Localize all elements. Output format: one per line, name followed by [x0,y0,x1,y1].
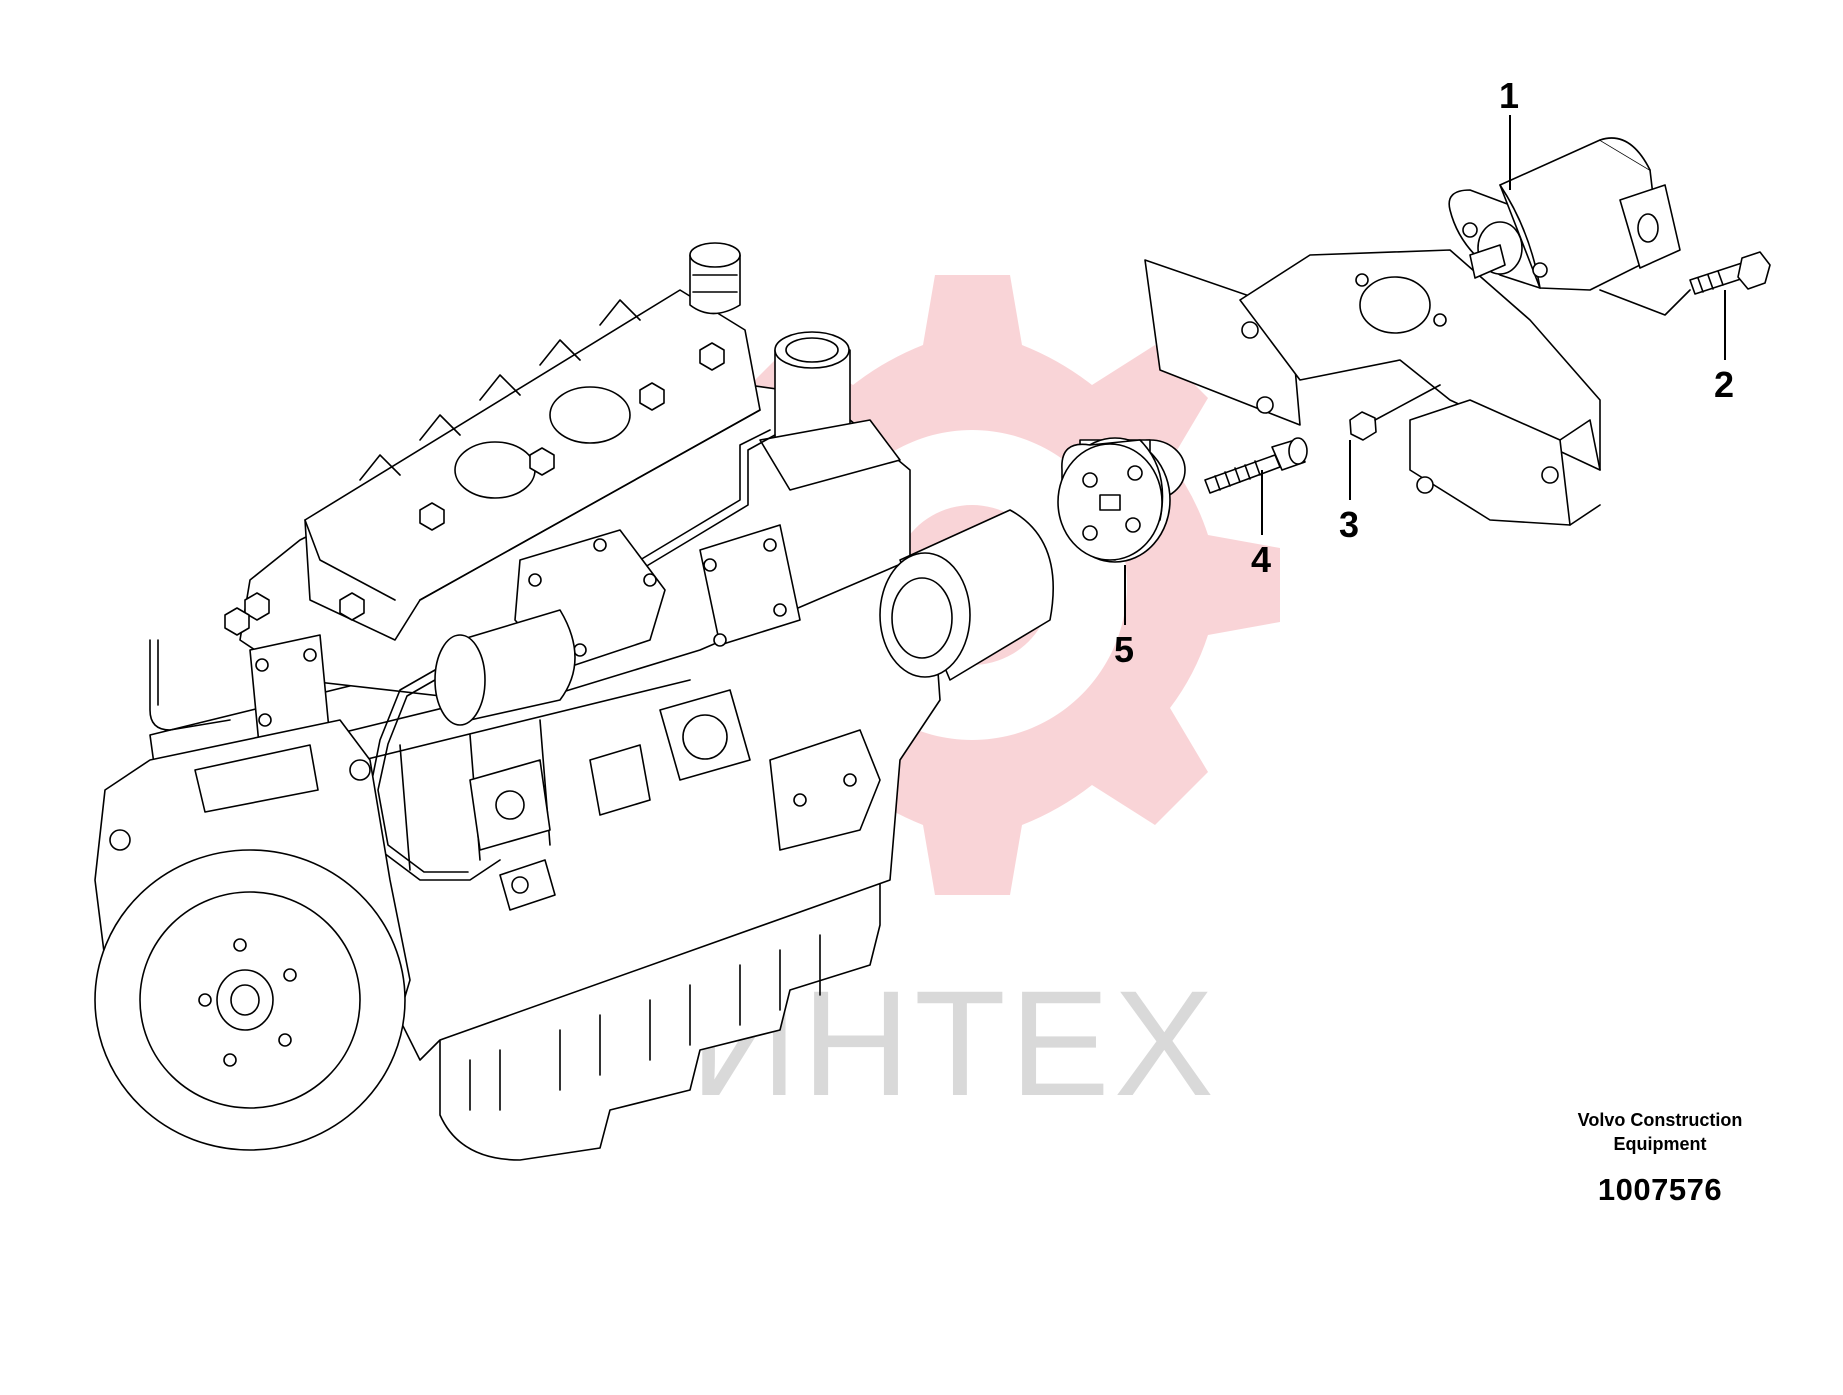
brand-line-2: Equipment [1613,1134,1707,1154]
oil-sump [439,869,881,1161]
part-5-coupling [1057,437,1186,563]
callout-4: 4 [1251,539,1271,580]
mounting-bracket [1144,249,1601,526]
part-1-pump [1448,137,1681,291]
part-2-bolt [1689,251,1771,295]
drawing-number: 1007576 [1597,1172,1723,1207]
part-3-nut [1349,411,1377,441]
leader-lines [1124,115,1726,625]
engine-assembly [94,242,1054,1161]
part-4-bolt [1204,437,1308,494]
callout-2: 2 [1714,364,1734,405]
filler-neck [689,254,741,315]
callout-5: 5 [1114,629,1134,670]
brand-block: Volvo Construction Equipment 1007576 [1530,1108,1790,1208]
callout-1: 1 [1499,75,1519,116]
brand-line-1: Volvo Construction [1577,1110,1743,1130]
callout-3: 3 [1339,504,1359,545]
flywheel [94,849,406,1151]
starter-motor [459,609,576,721]
head-bolts [339,342,725,621]
callouts: 1 2 3 4 5 [1114,75,1734,670]
